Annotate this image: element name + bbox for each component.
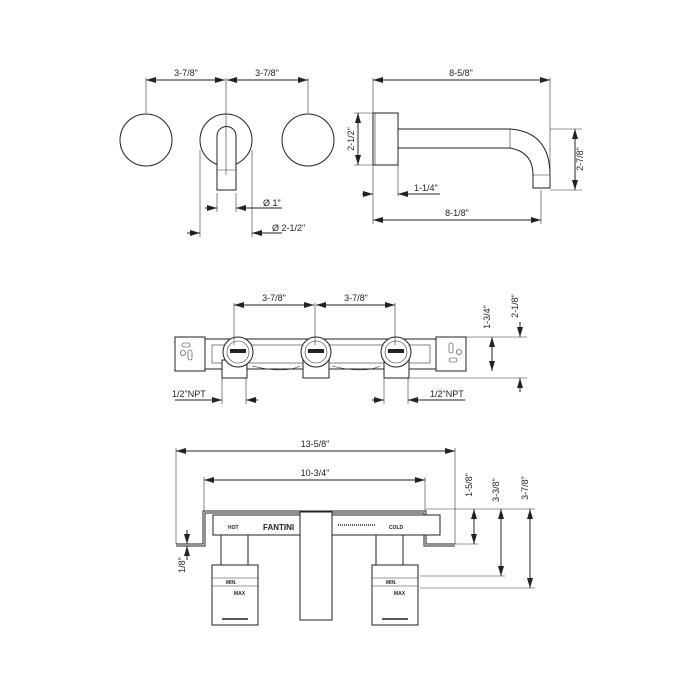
right-handle [281,113,335,167]
dim-label: 3-7/8" [255,68,279,78]
dim-label: 3-7/8" [174,68,198,78]
dim-label: 1/2"NPT [172,389,206,399]
hot-label: HOT [228,525,239,531]
cold-cartridge: MIN. MAX [371,534,419,626]
side-view: 8-5/8" 2-1/2" 2-7/8" 1-1/4" 8-1/8" [346,68,585,224]
max-label: MAX [394,591,406,597]
valve-left [221,336,254,379]
dim-label: Ø 2-1/2" [272,223,305,233]
cold-label: COLD [389,525,404,531]
dim-label: 3-7/8" [344,293,368,303]
valve-right [380,336,412,379]
center-outlet [299,511,333,621]
spout-front [216,126,237,191]
rough-in-top-view: 3-7/8" 3-7/8" 1/2"NPT 1/2"NPT 1-3/4" 2-1… [172,293,527,404]
dim-label: 2-1/2" [346,127,356,151]
dim-label: Ø 1" [263,198,281,208]
dim-label: 8-1/8" [445,208,469,218]
hot-cartridge: MIN. MAX [211,534,259,626]
dim-label: 3-3/8" [491,478,501,502]
dim-label: 3-7/8" [262,293,286,303]
dim-label: 13-5/8" [301,439,330,449]
top-view: 3-7/8" 3-7/8" Ø 1" Ø 2-1/2" [119,68,335,237]
mount-ear-left [174,336,206,372]
dim-label: 8-5/8" [449,68,473,78]
valve-center [300,336,332,379]
dim-label: 10-3/4" [301,468,330,478]
brand-logo: FANTINI [263,523,294,532]
max-label: MAX [234,591,246,597]
min-label: MIN. [226,580,237,586]
dim-label: 1/8" [177,557,187,573]
wall-escutcheon [372,112,399,166]
dim-label: 1-3/4" [482,305,492,329]
rough-in-front-view: HOT FANTINI COLD MIN. MAX MIN. MAX 13-5/… [175,439,535,626]
dim-label: 1-1/4" [414,183,438,193]
min-label: MIN. [386,580,397,586]
dim-label: 3-7/8" [520,476,530,500]
mount-ear-right [435,336,467,372]
dim-label: 2-7/8" [575,147,585,171]
left-handle [119,113,173,167]
dim-label: 1/2"NPT [430,389,464,399]
spout-side [398,128,551,189]
dim-label: 1-5/8" [464,473,474,497]
dim-label: 2-1/8" [510,294,520,318]
